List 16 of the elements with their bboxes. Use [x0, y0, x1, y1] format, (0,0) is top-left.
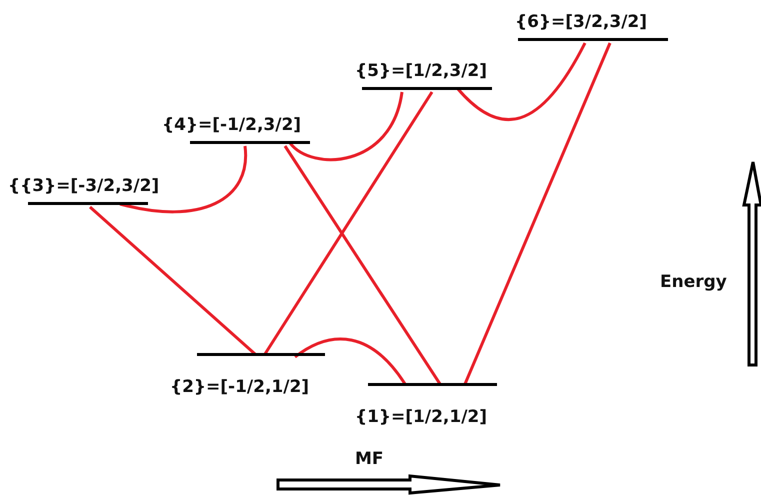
transition-line [456, 42, 586, 122]
level-label: {2}=[-1/2,1/2] [170, 377, 310, 397]
transition-line [120, 146, 247, 214]
level-label: {{3}=[-3/2,3/2] [8, 176, 160, 196]
transition-line [288, 92, 404, 162]
transition-line [264, 91, 434, 355]
level-label: {6}=[3/2,3/2] [515, 12, 648, 32]
transition-line [89, 206, 256, 356]
transition-line [464, 42, 612, 385]
axis-label: Energy [660, 272, 727, 292]
level-label: {5}=[1/2,3/2] [355, 61, 488, 81]
level-label: {1}=[1/2,1/2] [355, 407, 488, 427]
transition-line [294, 338, 406, 385]
level-label: {4}=[-1/2,3/2] [162, 115, 302, 135]
axis-label: MF [355, 449, 384, 469]
transition-line [284, 145, 442, 385]
